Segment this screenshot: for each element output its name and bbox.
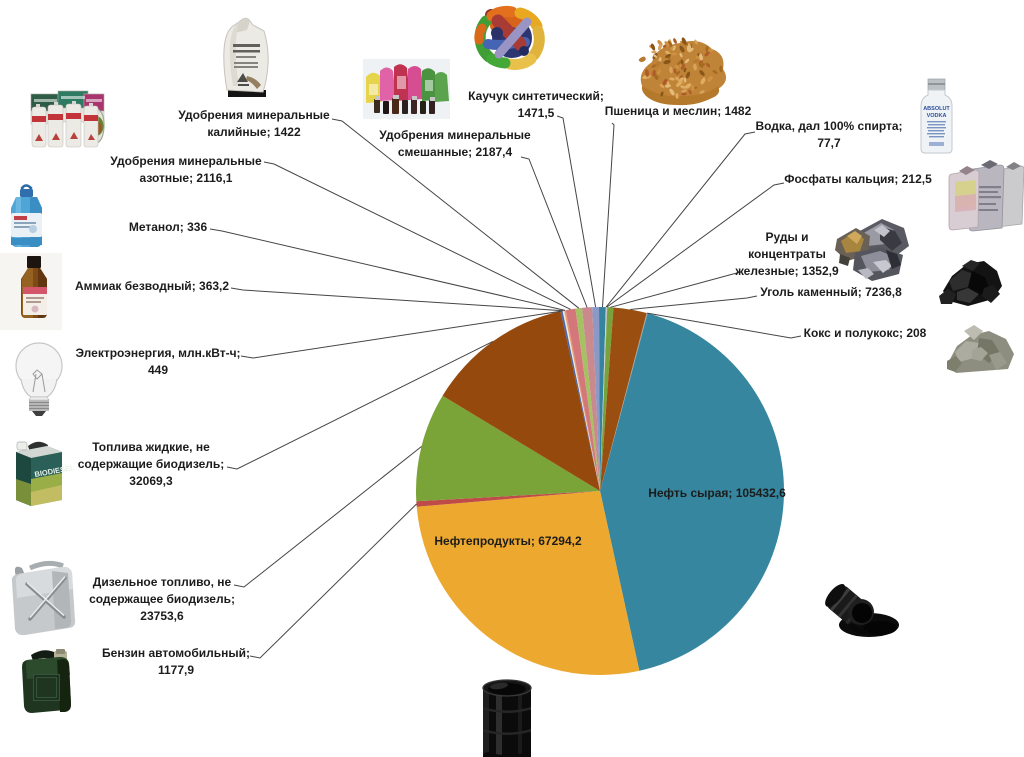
svg-text:ABSOLUT: ABSOLUT	[923, 106, 950, 112]
svg-text:VODKA: VODKA	[927, 113, 947, 119]
